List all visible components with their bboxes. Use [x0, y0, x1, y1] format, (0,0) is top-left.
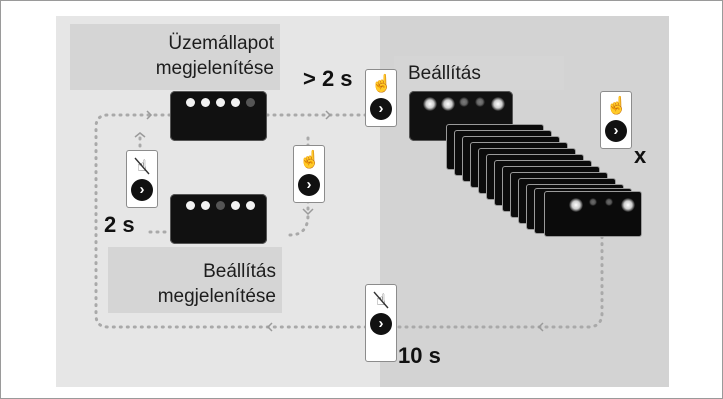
status-display-label-line1: Üzemállapot — [168, 33, 274, 54]
crossed-hand-icon: ☝ — [371, 288, 391, 310]
chevron-right-icon: › — [370, 98, 392, 120]
setting-display-device — [170, 194, 267, 244]
chevron-right-icon: › — [370, 313, 392, 335]
timeout-label: 10 s — [398, 343, 441, 368]
status-led — [246, 98, 255, 107]
repeat-count-label: x — [634, 143, 647, 168]
setting-led-glow — [569, 198, 583, 212]
setting-led — [186, 201, 195, 210]
pointing-hand-icon: ☝ — [371, 74, 393, 93]
chevron-right-icon: › — [131, 179, 153, 201]
setting-led-glow — [605, 198, 613, 206]
setting-led-glow — [441, 97, 455, 111]
pointing-hand-icon: ☝ — [299, 150, 321, 169]
setting-led-glow — [491, 97, 505, 111]
status-label-box — [70, 24, 280, 90]
status-led — [231, 98, 240, 107]
chevron-right-icon: › — [298, 174, 320, 196]
status-led-row — [186, 98, 255, 107]
chevron-right-icon: › — [605, 120, 627, 142]
hold-short-label: 2 s — [104, 212, 135, 237]
setting-led — [246, 201, 255, 210]
repeat-press-button-card[interactable]: ☝ › — [600, 91, 632, 149]
setting-label: Beállítás — [408, 63, 481, 84]
hold-long-label: > 2 s — [303, 66, 353, 91]
right-setting-label-box — [394, 56, 564, 90]
setting-label-box — [108, 247, 282, 313]
press-button-card[interactable]: ☝ › — [293, 145, 325, 203]
setting-led-glow — [423, 97, 437, 111]
no-press-button-card[interactable]: ☝ › — [365, 284, 397, 362]
setting-step-card-last — [544, 191, 642, 237]
release-button-card[interactable]: ☝ › — [126, 150, 158, 208]
status-led — [186, 98, 195, 107]
setting-display-label-line2: megjelenítése — [157, 286, 276, 307]
crossed-hand-icon: ☝ — [132, 154, 152, 176]
setting-display-label-line1: Beállítás — [203, 261, 276, 282]
setting-led-row — [186, 201, 255, 210]
setting-led — [216, 201, 225, 210]
setting-led-glow — [621, 198, 635, 212]
long-press-button-card[interactable]: ☝ › — [365, 69, 397, 127]
setting-led-glow — [589, 198, 597, 206]
status-display-label-line2: megjelenítése — [155, 58, 274, 79]
status-display-device — [170, 91, 267, 141]
setting-led — [231, 201, 240, 210]
status-led — [201, 98, 210, 107]
pointing-hand-icon: ☝ — [606, 96, 628, 115]
setting-led-glow — [475, 97, 485, 107]
status-led — [216, 98, 225, 107]
setting-led — [201, 201, 210, 210]
setting-led-glow — [459, 97, 469, 107]
